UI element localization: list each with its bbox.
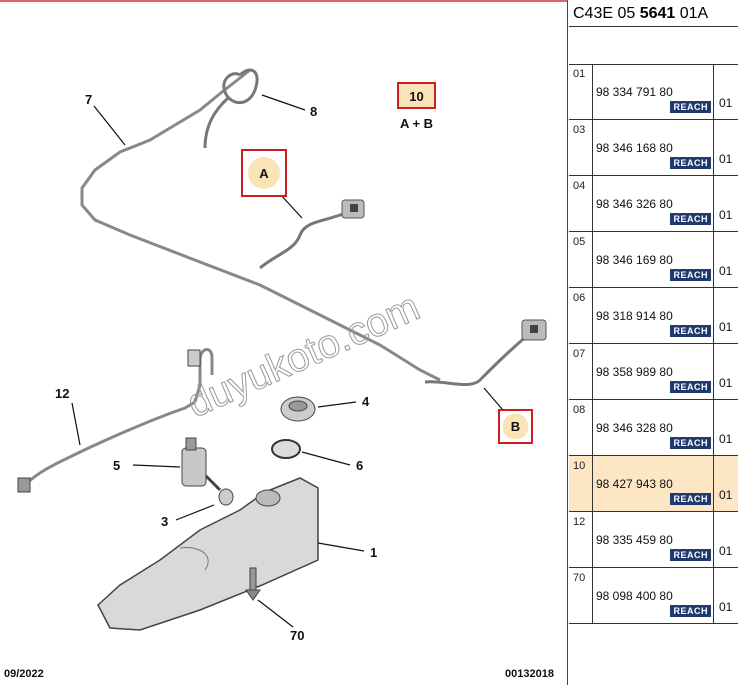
callout-6: 6	[356, 458, 363, 473]
part-row[interactable]: 07 98 358 989 80 REACH 01	[569, 344, 738, 400]
part-row[interactable]: 08 98 346 328 80 REACH 01	[569, 400, 738, 456]
part-qty: 01	[719, 96, 733, 110]
callout-8: 8	[310, 104, 317, 119]
callout-70: 70	[290, 628, 304, 643]
part-ref: 12	[573, 516, 586, 528]
reach-badge: REACH	[670, 381, 711, 393]
part-cell: 98 346 168 80 REACH	[592, 120, 714, 175]
part-cell: 98 098 400 80 REACH	[592, 568, 714, 623]
reach-badge: REACH	[670, 157, 711, 169]
part-cell: 98 358 989 80 REACH	[592, 344, 714, 399]
part-number[interactable]: 98 346 326 80	[596, 197, 673, 211]
footer-date: 09/2022	[4, 668, 44, 680]
part-number[interactable]: 98 346 168 80	[596, 141, 673, 155]
panel-header-blank	[569, 28, 738, 65]
part-qty: 01	[719, 376, 733, 390]
reach-badge: REACH	[670, 325, 711, 337]
callout-b: B	[498, 409, 533, 444]
callout-7: 7	[85, 92, 92, 107]
panel-title: C43E 05 5641 01A	[569, 0, 738, 27]
callout-3: 3	[161, 514, 168, 529]
callout-a: A	[241, 149, 287, 197]
parts-list: 01 98 334 791 80 REACH 01 03 98 346 168 80 REA…	[569, 64, 738, 624]
footer-code: 00132018	[505, 668, 554, 680]
hose-12	[23, 400, 196, 487]
part-ref: 01	[573, 68, 586, 80]
nozzle-a	[341, 199, 365, 219]
part-row[interactable]: 01 98 334 791 80 REACH 01	[569, 64, 738, 120]
tank-1	[97, 477, 319, 631]
part-ref: 10	[573, 460, 586, 472]
part-ref: 03	[573, 124, 586, 136]
callout-4: 4	[362, 394, 370, 409]
reach-badge: REACH	[670, 213, 711, 225]
part-qty: 01	[719, 208, 733, 222]
part-number[interactable]: 98 335 459 80	[596, 533, 673, 547]
connector-12	[17, 477, 31, 493]
part-qty: 01	[719, 432, 733, 446]
part-ref: 06	[573, 292, 586, 304]
nozzle-b	[521, 319, 547, 341]
part-qty: 01	[719, 488, 733, 502]
svg-text:B: B	[511, 419, 520, 434]
part-number[interactable]: 98 346 328 80	[596, 421, 673, 435]
part-row[interactable]: 10 98 427 943 80 REACH 01	[569, 456, 738, 512]
part-qty: 01	[719, 544, 733, 558]
part-cell: 98 346 328 80 REACH	[592, 400, 714, 455]
part-ref: 04	[573, 180, 586, 192]
part-qty: 01	[719, 600, 733, 614]
part-number[interactable]: 98 358 989 80	[596, 365, 673, 379]
parts-diagram: 7 8 4 6 5 3 1 70 12 10 A + B A B duyukot…	[0, 0, 568, 685]
part-qty: 01	[719, 320, 733, 334]
pump-5	[181, 437, 222, 492]
reach-badge: REACH	[670, 605, 711, 617]
callout-10: 10 A + B	[397, 82, 436, 131]
reach-badge: REACH	[670, 269, 711, 281]
callout-5: 5	[113, 458, 120, 473]
svg-text:A: A	[259, 166, 269, 181]
part-qty: 01	[719, 264, 733, 278]
part-cell: 98 427 943 80 REACH	[592, 456, 714, 511]
reach-badge: REACH	[670, 101, 711, 113]
part-row[interactable]: 03 98 346 168 80 REACH 01	[569, 120, 738, 176]
callout-12: 12	[55, 386, 69, 401]
part-number[interactable]: 98 334 791 80	[596, 85, 673, 99]
seal-3	[218, 488, 234, 506]
part-ref: 70	[573, 572, 586, 584]
part-cell: 98 346 326 80 REACH	[592, 176, 714, 231]
part-qty: 01	[719, 152, 733, 166]
part-row[interactable]: 12 98 335 459 80 REACH 01	[569, 512, 738, 568]
part-ref: 05	[573, 236, 586, 248]
screw-70	[245, 567, 261, 601]
hose-b	[424, 333, 529, 386]
part-cell: 98 334 791 80 REACH	[592, 64, 714, 119]
ring-6	[271, 439, 301, 459]
part-number[interactable]: 98 427 943 80	[596, 477, 673, 491]
part-row[interactable]: 06 98 318 914 80 REACH 01	[569, 288, 738, 344]
hose-7	[80, 68, 441, 382]
part-ref: 08	[573, 404, 586, 416]
part-cell: 98 335 459 80 REACH	[592, 512, 714, 567]
part-ref: 07	[573, 348, 586, 360]
part-row[interactable]: 05 98 346 169 80 REACH 01	[569, 232, 738, 288]
part-row[interactable]: 04 98 346 326 80 REACH 01	[569, 176, 738, 232]
reach-badge: REACH	[670, 493, 711, 505]
svg-text:10: 10	[409, 89, 423, 104]
part-number[interactable]: 98 098 400 80	[596, 589, 673, 603]
diagram-canvas: 7 8 4 6 5 3 1 70 12 10 A + B A B duyukot…	[0, 0, 568, 643]
part-number[interactable]: 98 318 914 80	[596, 309, 673, 323]
hose-a	[259, 208, 356, 270]
hose-8	[203, 68, 259, 149]
part-row[interactable]: 70 98 098 400 80 REACH 01	[569, 568, 738, 624]
callout-1: 1	[370, 545, 377, 560]
part-cell: 98 318 914 80 REACH	[592, 288, 714, 343]
callout-10-sub: A + B	[400, 116, 433, 131]
part-number[interactable]: 98 346 169 80	[596, 253, 673, 267]
reach-badge: REACH	[670, 437, 711, 449]
part-cell: 98 346 169 80 REACH	[592, 232, 714, 287]
reach-badge: REACH	[670, 549, 711, 561]
